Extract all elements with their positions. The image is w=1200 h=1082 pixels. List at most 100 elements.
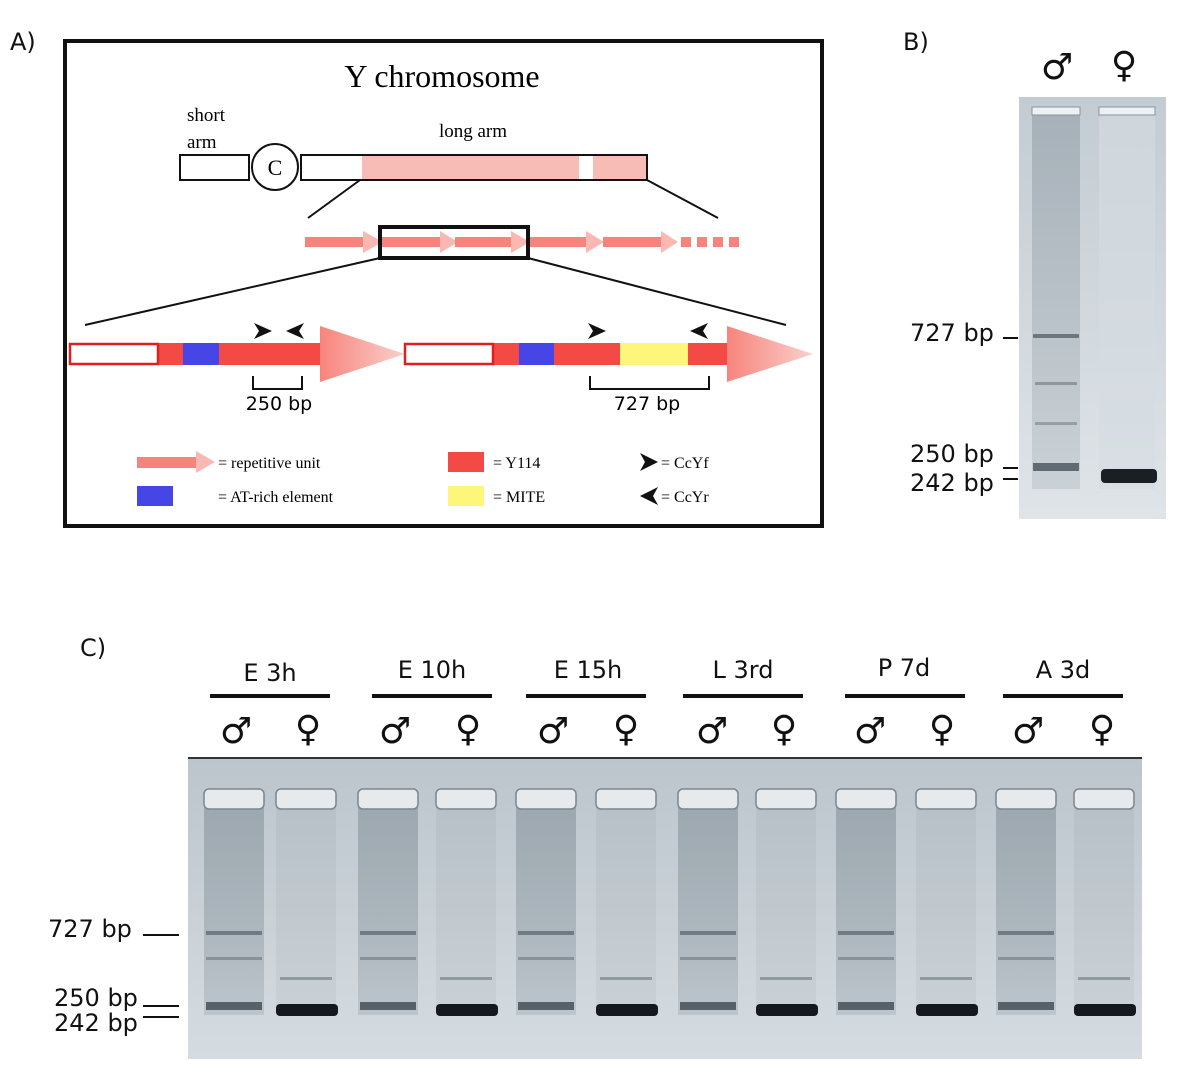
legend-ccyf-arrow xyxy=(640,453,658,471)
gel-c-well xyxy=(203,788,265,810)
gel-c-band-727 xyxy=(838,931,894,935)
legend-y114-swatch xyxy=(448,452,484,472)
gel-c-band-242 xyxy=(276,1004,338,1016)
repeat-unit-detail-2 xyxy=(403,326,813,382)
gel-c-band-727 xyxy=(518,931,574,935)
gel-c-group-label-5: P 7d xyxy=(877,654,931,682)
gel-c-band-faint xyxy=(1078,977,1130,980)
gel-c-well xyxy=(1073,788,1135,810)
legend-y114-label: = Y114 xyxy=(493,455,540,472)
gel-c-lane xyxy=(916,797,976,1015)
gel-c-lane xyxy=(436,797,496,1015)
gel-c-band-727 xyxy=(680,931,736,935)
gel-c-lane xyxy=(996,797,1056,1015)
gel-c-band-faint xyxy=(760,977,812,980)
zoom-line-2-left xyxy=(84,257,381,326)
gel-c-well xyxy=(755,788,817,810)
gel-c-marker-250: 250 bp xyxy=(54,984,138,1012)
diagram-title: Y chromosome xyxy=(344,58,539,94)
gel-c-band-faint xyxy=(600,977,652,980)
gel-c-band-250 xyxy=(360,1002,416,1010)
gel-c-band-250 xyxy=(680,1002,736,1010)
gel-c-lane xyxy=(204,797,264,1015)
gel-c-male-2: ♂ xyxy=(378,711,412,752)
gel-c-group-label-1: E 3h xyxy=(243,659,297,687)
gel-b-marker-242: 242 bp xyxy=(910,469,994,497)
gel-c-marker-727: 727 bp xyxy=(48,915,132,943)
long-arm-label: long arm xyxy=(439,121,507,142)
gel-c-tick-250 xyxy=(143,1005,179,1007)
gel-b-male-symbol: ♂ xyxy=(1040,47,1074,88)
gel-c-group-bar-6 xyxy=(1003,694,1123,698)
gel-c-female-4: ♀ xyxy=(770,709,798,750)
legend-repeat-swatch xyxy=(137,457,197,468)
gel-c-lane xyxy=(516,797,576,1015)
gel-c-band-faint xyxy=(280,977,332,980)
gel-b-tick-250 xyxy=(1003,467,1018,469)
legend-ccyf-label: = CcYf xyxy=(661,455,709,472)
gel-c-band-faint xyxy=(360,957,416,960)
gel-c-lane xyxy=(1074,797,1134,1015)
gel-c-tick-242 xyxy=(143,1016,179,1018)
short-arm-label-2: arm xyxy=(187,132,217,153)
legend: = repetitive unit = AT-rich element = Y1… xyxy=(137,451,709,506)
gel-b-band-727 xyxy=(1033,334,1079,338)
gel-c-band-250 xyxy=(206,1002,262,1010)
gel-c-band-faint xyxy=(206,957,262,960)
panel-label-b: B) xyxy=(903,28,929,56)
gel-c-lane xyxy=(756,797,816,1015)
gel-c-group-label-4: L 3rd xyxy=(712,656,774,684)
short-arm-label-1: short xyxy=(187,105,226,126)
short-arm xyxy=(179,154,250,181)
gel-c-tick-727 xyxy=(143,934,179,936)
gel-c-band-250 xyxy=(838,1002,894,1010)
repeat-unit-row xyxy=(305,231,739,253)
gel-c-lane xyxy=(836,797,896,1015)
y-chromosome-diagram: Y chromosome short arm long arm C xyxy=(68,58,813,506)
gel-c-well xyxy=(595,788,657,810)
legend-ccyr-label: = CcYr xyxy=(661,489,709,506)
legend-mite-swatch xyxy=(448,486,484,506)
gel-b-band-250 xyxy=(1033,463,1079,471)
gel-c-band-faint xyxy=(920,977,972,980)
gel-c-band-faint xyxy=(838,957,894,960)
gel-c-well xyxy=(995,788,1057,810)
gel-c-band-250 xyxy=(998,1002,1054,1010)
gel-c-band-250 xyxy=(518,1002,574,1010)
gel-c-band-242 xyxy=(436,1004,498,1016)
zoom-line-2-right xyxy=(527,257,787,326)
gel-c-image xyxy=(188,757,1142,1059)
gel-c-female-2: ♀ xyxy=(454,709,482,750)
gel-c-well xyxy=(515,788,577,810)
gel-c-group-bar-5 xyxy=(845,694,965,698)
zoom-box xyxy=(378,225,530,260)
gel-c-male-4: ♂ xyxy=(695,711,729,752)
gel-c-group-bar-4 xyxy=(683,694,803,698)
gel-b-band-242 xyxy=(1101,469,1157,483)
zoom-line-left xyxy=(307,179,361,219)
gel-b-marker-727: 727 bp xyxy=(910,319,994,347)
legend-at-swatch xyxy=(137,486,173,506)
legend-repeat-label: = repetitive unit xyxy=(218,455,321,472)
gel-c-well xyxy=(435,788,497,810)
long-arm-repeat-region-2 xyxy=(593,156,646,179)
gel-c-female-6: ♀ xyxy=(1088,709,1116,750)
gel-c-group-bar-1 xyxy=(210,694,330,698)
gel-c-group-bar-2 xyxy=(372,694,492,698)
gel-c-band-727 xyxy=(206,931,262,935)
gel-c-band-727 xyxy=(998,931,1054,935)
gel-c-female-1: ♀ xyxy=(294,709,322,750)
gel-b-female-symbol: ♀ xyxy=(1110,45,1138,86)
gel-c-male-6: ♂ xyxy=(1011,711,1045,752)
gel-c-band-faint xyxy=(680,957,736,960)
fragment-250-label: 250 bp xyxy=(246,393,312,415)
gel-c-band-faint xyxy=(518,957,574,960)
bracket-250 xyxy=(252,376,303,390)
gel-c-lane xyxy=(276,797,336,1015)
diagram-frame xyxy=(63,39,824,528)
gel-c-lane xyxy=(678,797,738,1015)
gel-c-lane xyxy=(358,797,418,1015)
gel-c-female-3: ♀ xyxy=(612,709,640,750)
gel-c-male-3: ♂ xyxy=(536,711,570,752)
gel-c-group-bar-3 xyxy=(526,694,646,698)
